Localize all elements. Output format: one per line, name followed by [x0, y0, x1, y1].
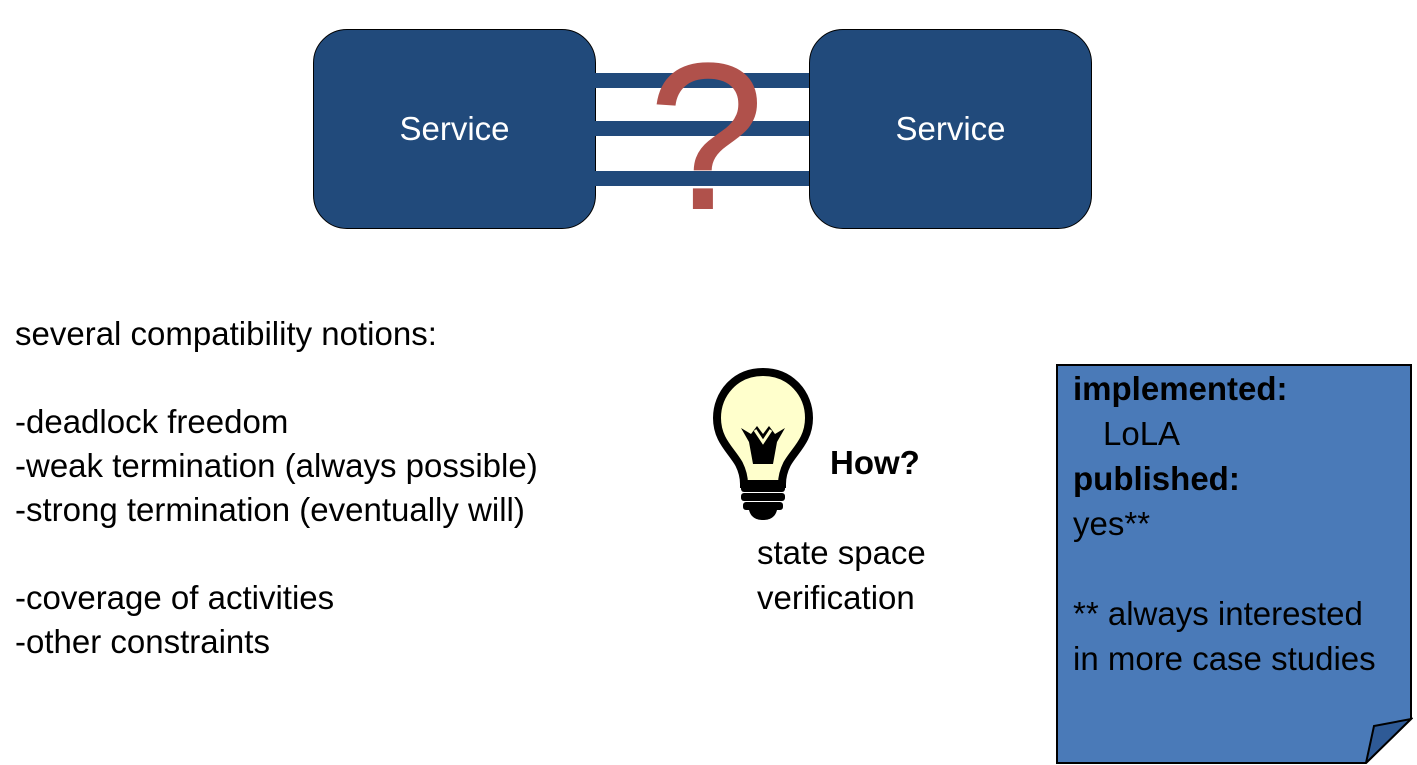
answer-line: state space: [757, 534, 926, 571]
notion-item: -other constraints: [15, 623, 270, 660]
how-question: How?: [830, 444, 920, 481]
compatibility-notions-list: several compatibility notions: -deadlock…: [15, 312, 538, 664]
status-note: implemented: LoLA published: yes** ** al…: [1056, 364, 1413, 764]
channel-line: [595, 121, 811, 136]
published-label: published:: [1073, 460, 1240, 497]
note-text: implemented: LoLA published: yes** ** al…: [1073, 366, 1376, 681]
footnote-line: ** always interested: [1073, 595, 1363, 632]
service-label-right: Service: [895, 110, 1006, 147]
service-box-right: Service: [809, 29, 1092, 229]
implemented-label: implemented:: [1073, 370, 1288, 407]
notions-heading: several compatibility notions:: [15, 315, 437, 352]
verification-answer: state space verification: [757, 530, 926, 620]
published-value: yes**: [1073, 505, 1151, 542]
notion-item: -coverage of activities: [15, 579, 335, 616]
lightbulb-icon: [711, 366, 815, 522]
channel-line: [595, 171, 811, 186]
question-mark: ?: [648, 19, 765, 254]
notion-item: -strong termination (eventually will): [15, 491, 525, 528]
service-box-left: Service: [313, 29, 596, 229]
notion-item: -weak termination (always possible): [15, 447, 538, 484]
notion-item: -deadlock freedom: [15, 403, 289, 440]
implemented-value: LoLA: [1103, 415, 1181, 452]
answer-line: verification: [757, 579, 915, 616]
service-label-left: Service: [399, 110, 510, 147]
channel-line: [595, 73, 811, 88]
footnote-line: in more case studies: [1073, 640, 1376, 677]
